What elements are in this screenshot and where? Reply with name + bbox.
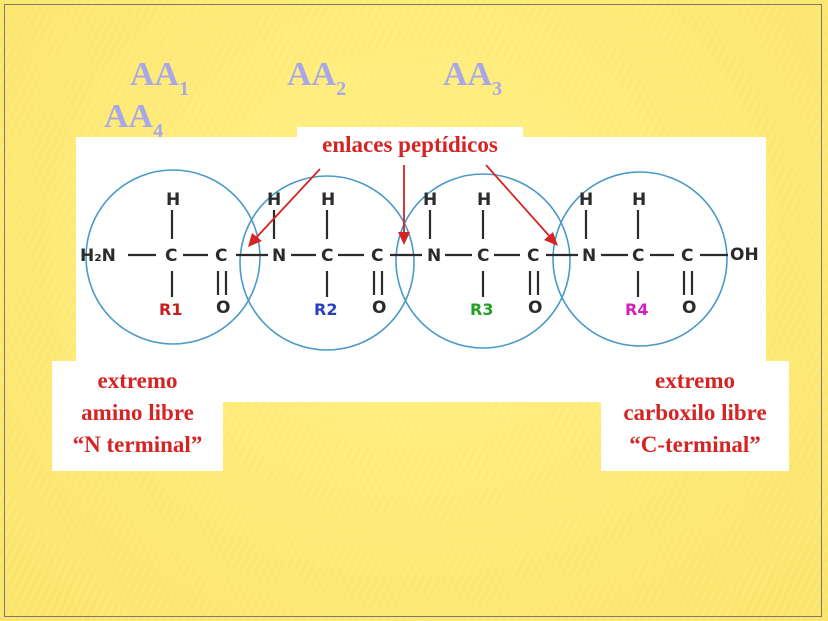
peptide-bond-arrows	[248, 164, 558, 247]
residue-circle-2	[239, 175, 415, 351]
svg-text:C: C	[681, 246, 693, 266]
svg-text:C: C	[165, 246, 177, 266]
slide-frame	[4, 4, 822, 617]
svg-text:O: O	[372, 298, 386, 318]
r-group-1: R1	[159, 300, 182, 319]
svg-text:O: O	[682, 298, 696, 318]
residue-circle-4	[552, 171, 728, 347]
amino-group-label: H₂N	[80, 246, 116, 266]
peptide-bonds-label: enlaces peptídicos	[297, 127, 523, 163]
amino-acid-1-title: AA1	[130, 56, 190, 100]
svg-text:N: N	[427, 246, 441, 266]
peptide-chain-svg: H₂N OH H C C O H N H C C O H N H C C O H…	[80, 164, 759, 351]
hydroxyl-group-label: OH	[730, 245, 759, 265]
svg-text:O: O	[216, 298, 230, 318]
svg-text:C: C	[632, 246, 644, 266]
svg-text:H: H	[267, 190, 281, 210]
r-group-4: R4	[625, 300, 648, 319]
svg-text:H: H	[423, 190, 437, 210]
backbone-bonds	[128, 210, 728, 297]
svg-text:H: H	[321, 190, 335, 210]
residue-circle-3	[395, 173, 571, 349]
amino-acid-3-title: AA3	[443, 56, 503, 100]
amino-acid-4-title: AA4	[104, 98, 164, 142]
svg-text:H: H	[632, 190, 646, 210]
svg-text:C: C	[527, 246, 539, 266]
svg-text:C: C	[321, 246, 333, 266]
residue-circle-1	[85, 169, 261, 345]
svg-text:C: C	[371, 246, 383, 266]
n-terminal-label: extremo amino libre “N terminal”	[52, 361, 223, 471]
r-group-2: R2	[314, 300, 337, 319]
svg-text:H: H	[579, 190, 593, 210]
svg-text:C: C	[215, 246, 227, 266]
svg-text:N: N	[582, 246, 596, 266]
svg-text:H: H	[166, 190, 180, 210]
svg-text:O: O	[528, 298, 542, 318]
peptide-diagram: H₂N OH H C C O H N H C C O H N H C C O H…	[76, 137, 766, 402]
svg-text:N: N	[272, 246, 286, 266]
chain-atoms: H₂N OH H C C O H N H C C O H N H C C O H…	[80, 190, 759, 318]
c-terminal-label: extremo carboxilo libre “C-terminal”	[601, 361, 789, 471]
svg-text:H: H	[477, 190, 491, 210]
r-group-3: R3	[470, 300, 493, 319]
amino-acid-2-title: AA2	[287, 56, 347, 100]
svg-text:C: C	[477, 246, 489, 266]
